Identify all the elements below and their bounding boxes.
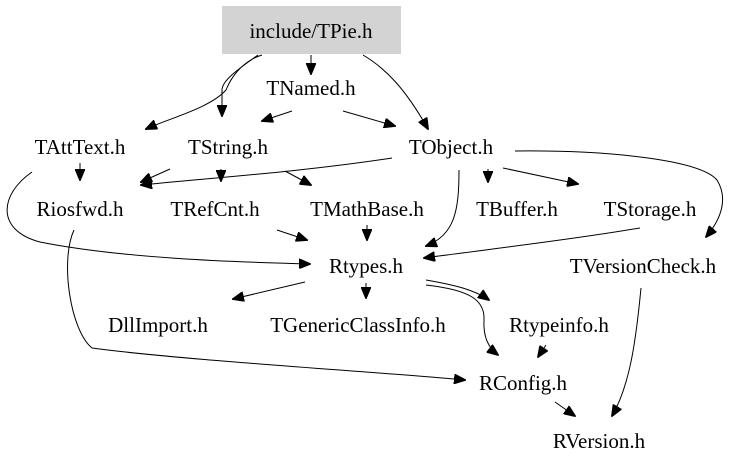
root-node-background bbox=[222, 6, 401, 54]
node-rconfig[interactable]: RConfig.h bbox=[479, 371, 568, 395]
edge-rtypes-to-rconfig bbox=[425, 284, 498, 355]
edge-tversioncheck-to-rversion bbox=[612, 287, 642, 416]
edge-tobject-to-riosfwd bbox=[141, 157, 393, 185]
node-tbuffer[interactable]: TBuffer.h bbox=[476, 197, 558, 221]
edge-tstring-to-riosfwd bbox=[141, 168, 171, 182]
edge-rtypes-to-rtypeinfo bbox=[425, 279, 489, 300]
node-tatttext[interactable]: TAttText.h bbox=[35, 135, 126, 159]
node-rtypeinfo[interactable]: Rtypeinfo.h bbox=[509, 313, 609, 337]
node-riosfwd[interactable]: Riosfwd.h bbox=[37, 197, 124, 221]
edge-riosfwd-to-rconfig bbox=[67, 229, 465, 380]
edge-tpie-to-tobject bbox=[362, 54, 428, 129]
node-trefcnt[interactable]: TRefCnt.h bbox=[170, 197, 260, 221]
edge-rtypeinfo-to-rconfig bbox=[538, 344, 546, 357]
node-tversioncheck[interactable]: TVersionCheck.h bbox=[570, 254, 717, 278]
edge-tnamed-to-tobject bbox=[342, 110, 395, 126]
node-tobject[interactable]: TObject.h bbox=[409, 135, 494, 159]
edge-tstorage-to-rtypes bbox=[424, 227, 641, 258]
edge-tatttext-to-rtypes bbox=[6, 171, 310, 264]
edge-tnamed-to-tstring bbox=[262, 110, 293, 121]
edge-rtypes-to-dllimport bbox=[233, 281, 306, 299]
node-tstring[interactable]: TString.h bbox=[188, 135, 268, 159]
edge-tobject-to-tversioncheck bbox=[514, 150, 724, 237]
node-tnamed[interactable]: TNamed.h bbox=[266, 76, 356, 100]
node-dllimport[interactable]: DllImport.h bbox=[108, 313, 208, 337]
node-rtypes[interactable]: Rtypes.h bbox=[329, 254, 404, 278]
edge-tobject-to-tstorage bbox=[502, 167, 578, 184]
node-tgenericclassinfo[interactable]: TGenericClassInfo.h bbox=[270, 313, 446, 337]
node-tstorage[interactable]: TStorage.h bbox=[604, 197, 697, 221]
nodes-layer: include/TPie.h TNamed.h TAttText.h TStri… bbox=[35, 6, 717, 453]
edge-tpie-to-tatttext bbox=[146, 54, 263, 129]
edge-tstring-to-tmathbase bbox=[284, 170, 311, 185]
node-tmathbase[interactable]: TMathBase.h bbox=[310, 197, 424, 221]
edge-rconfig-to-rversion bbox=[554, 401, 575, 416]
edge-tobject-to-rtypes bbox=[426, 169, 460, 246]
edge-trefcnt-to-rtypes bbox=[276, 229, 307, 240]
edges-layer bbox=[6, 54, 724, 416]
edge-tpie-to-tstring bbox=[222, 54, 259, 116]
node-tpie[interactable]: include/TPie.h bbox=[249, 19, 373, 43]
node-rversion[interactable]: RVersion.h bbox=[553, 429, 646, 453]
